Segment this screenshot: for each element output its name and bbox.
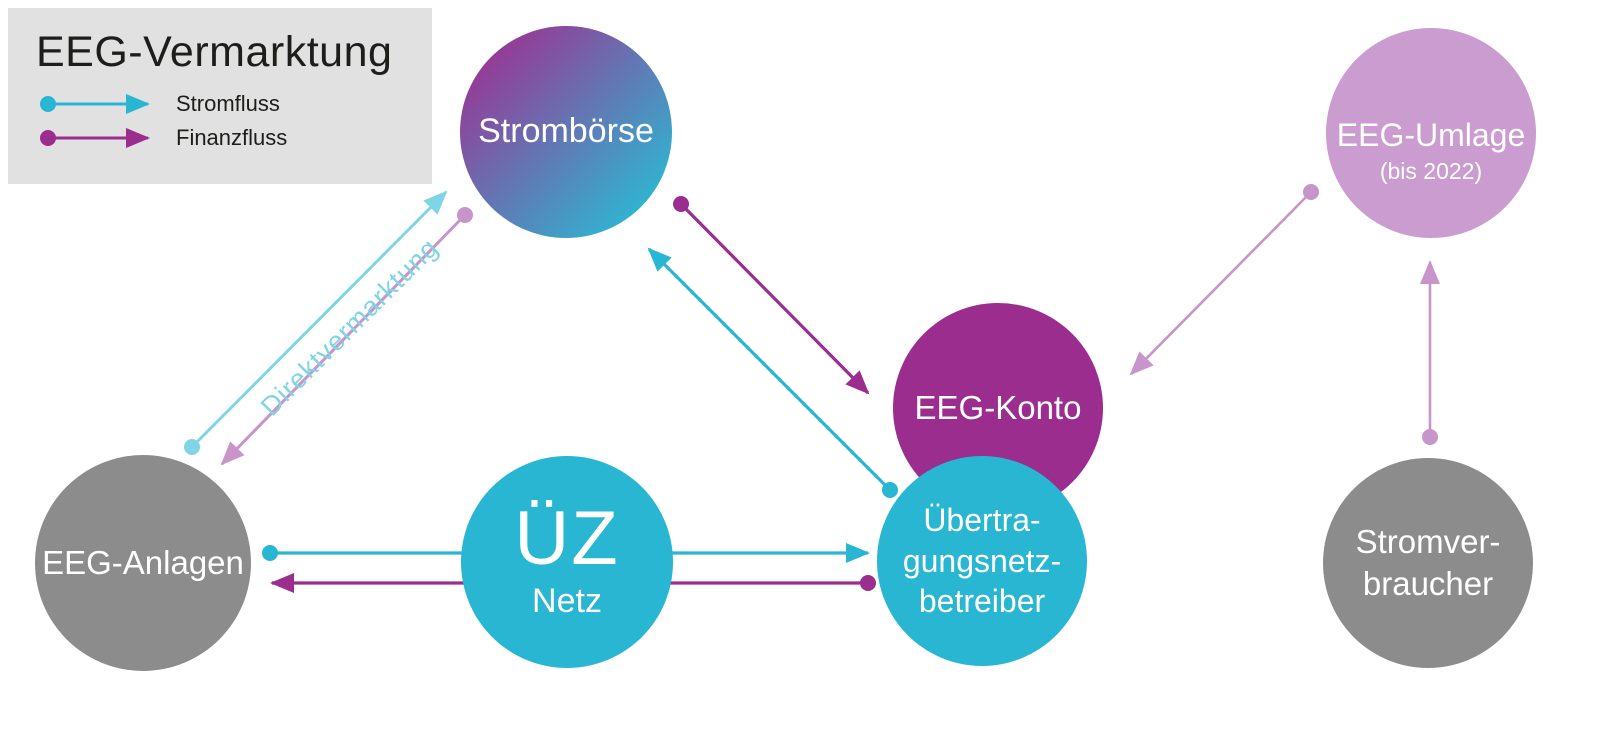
node-label: Strombörse: [478, 112, 654, 151]
node-stromverbraucher: Stromver- braucher: [1323, 458, 1533, 668]
legend-item-stromfluss: Stromfluss: [36, 91, 432, 117]
legend-rows: Stromfluss Finanzfluss: [36, 91, 432, 151]
node-eeg-anlagen: EEG-Anlagen: [35, 455, 251, 671]
node-label-line: braucher: [1362, 565, 1494, 602]
legend-item-label: Finanzfluss: [176, 125, 288, 150]
node-label-line: gungsnetz-: [902, 542, 1062, 579]
legend-item-finanzfluss: Finanzfluss: [36, 125, 432, 151]
node-label-group: EEG-Umlage (bis 2022): [1337, 115, 1526, 185]
diagram-title: EEG-Vermarktung: [36, 28, 393, 76]
node-label: EEG-Anlagen: [42, 543, 244, 581]
legend-item-label: Stromfluss: [176, 91, 280, 116]
finanzfluss-arrow-icon: [40, 128, 150, 148]
arrow-finanzfluss-stromboerse-to-eeg-konto: [673, 196, 870, 395]
node-label: EEG-Konto: [914, 388, 1082, 426]
arrow-finanzfluss-direktvermarktung-stromboerse-to-anlagen: [220, 207, 473, 466]
stromfluss-arrow-icon: [40, 94, 150, 114]
uz-logo: ÜZ: [514, 496, 620, 582]
arrow-stromfluss-direktvermarktung-anlagen-to-stromboerse: [184, 190, 448, 455]
node-uz-netz: ÜZ Netz: [461, 456, 673, 668]
node-label: EEG-Umlage: [1336, 117, 1526, 154]
node-eeg-umlage: EEG-Umlage (bis 2022): [1326, 28, 1536, 238]
node-label: Netz: [532, 581, 602, 620]
node-sublabel: (bis 2022): [1379, 157, 1483, 184]
node-uebertragungsnetzbetreiber: Übertra- gungsnetz- betreiber: [877, 456, 1087, 666]
arrow-finanzfluss-eeg-umlage-to-eeg-konto: [1129, 184, 1319, 376]
legend-panel: EEG-Vermarktung Stromfluss Finanzfluss: [8, 8, 432, 184]
arrow-stromfluss-uenb-to-stromboerse: [647, 247, 898, 498]
node-label-line: Stromver-: [1355, 522, 1501, 560]
node-label-line: betreiber: [918, 583, 1046, 620]
node-label-line: Übertra-: [923, 501, 1041, 538]
node-stromboerse: Strombörse: [460, 26, 672, 238]
